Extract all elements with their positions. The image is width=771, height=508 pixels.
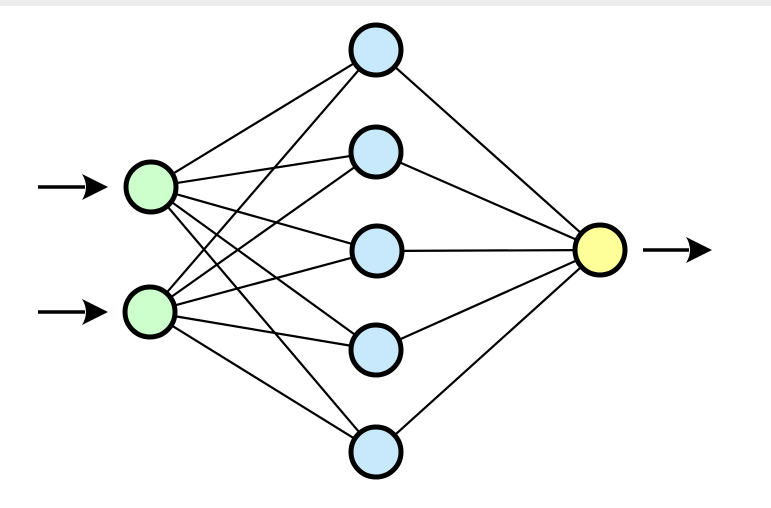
neuron-node-hid-2[interactable] [348,124,404,180]
connection-edge [172,256,355,307]
input-arrow-1 [38,174,108,200]
io-arrows-group [38,174,712,325]
connection-edge [397,160,579,242]
connection-edge [400,249,577,252]
output-arrow-1-head [686,237,712,263]
output-arrow-1 [643,237,712,263]
connection-edge [173,192,355,246]
connection-edge [170,61,357,176]
connection-edge [164,67,362,295]
top-band-divider [0,0,771,6]
neuron-node-hid-3[interactable] [349,223,405,279]
connection-edge [165,204,362,435]
neuron-node-in-1[interactable] [123,159,179,215]
neuron-node-in-2[interactable] [122,284,178,340]
neuron-nodes-group [122,22,628,480]
connection-edges-group [164,61,583,441]
connection-edge [168,164,358,300]
input-arrow-2-head [82,299,108,325]
connection-edge [393,65,583,235]
connection-edge [393,265,583,437]
input-arrow-2 [38,299,108,325]
connection-edge [174,154,353,185]
connection-edge [169,323,357,441]
neuron-node-hid-5[interactable] [348,424,404,480]
neuron-node-hid-1[interactable] [348,22,404,78]
input-arrow-1-head [82,174,108,200]
connection-edge [169,200,358,337]
connection-edge [173,314,353,348]
neuron-node-hid-4[interactable] [348,322,404,378]
connection-edge [397,258,579,342]
neuron-node-out-1[interactable] [572,222,628,278]
